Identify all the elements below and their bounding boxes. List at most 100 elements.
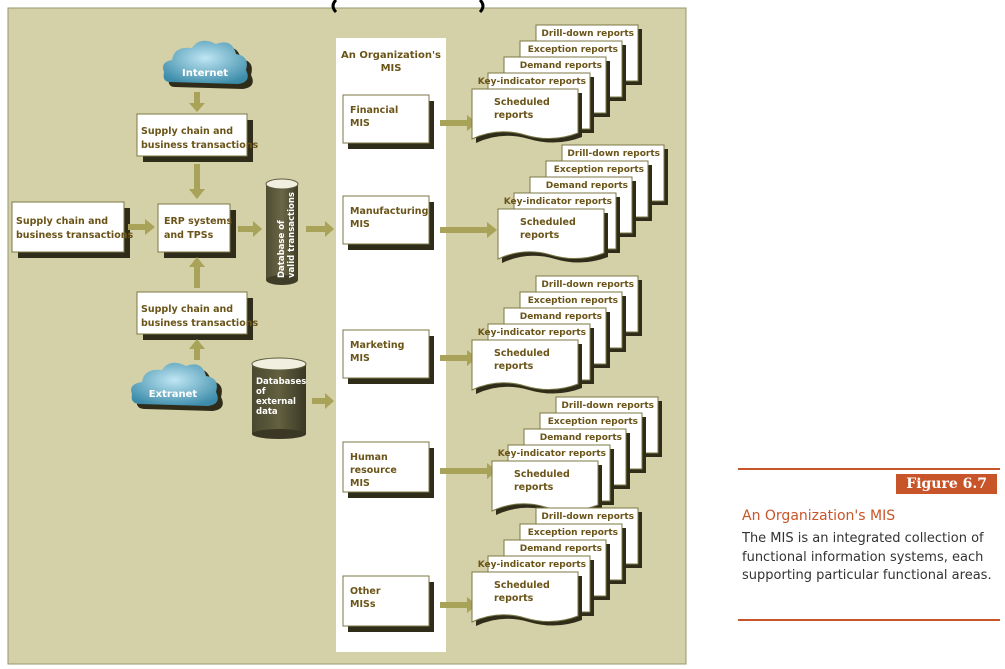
key-indicator-report-label: Key-indicator reports xyxy=(498,449,606,459)
scheduled-report-label: Scheduled xyxy=(520,217,576,228)
exception-report-label: Exception reports xyxy=(548,417,638,427)
supply-chain-box-top: Supply chain and business transactions xyxy=(136,113,258,162)
scheduled-report-label: reports xyxy=(494,593,534,604)
svg-text:business transactions: business transactions xyxy=(141,318,258,329)
scheduled-report-card xyxy=(471,88,579,140)
mis-box xyxy=(342,575,430,627)
demand-report-label: Demand reports xyxy=(546,181,628,191)
scheduled-report-label: Scheduled xyxy=(494,348,550,359)
database-external-data: Databases of external data xyxy=(251,357,307,439)
demand-report-label: Demand reports xyxy=(520,312,602,322)
svg-text:Supply chain and: Supply chain and xyxy=(16,216,108,227)
internet-label: Internet xyxy=(182,68,228,79)
mis-box-label: MIS xyxy=(350,219,370,230)
key-indicator-report-label: Key-indicator reports xyxy=(478,560,586,570)
svg-text:and TPSs: and TPSs xyxy=(164,230,214,241)
caption-body: The MIS is an integrated collection of f… xyxy=(742,531,992,583)
svg-text:business transactions: business transactions xyxy=(16,230,133,241)
svg-text:Supply chain and: Supply chain and xyxy=(141,304,233,315)
key-indicator-report-label: Key-indicator reports xyxy=(504,197,612,207)
caption-top-rule xyxy=(738,468,1000,470)
drill-down-report-label: Drill-down reports xyxy=(541,280,634,290)
mis-box xyxy=(342,441,430,493)
mis-arrow-shaft xyxy=(440,227,488,233)
mis-box-label: MIS xyxy=(350,353,370,364)
svg-text:data: data xyxy=(256,407,278,417)
mis-box-label: Manufacturing xyxy=(350,206,428,217)
scheduled-report-label: Scheduled xyxy=(494,580,550,591)
svg-text:Supply chain and: Supply chain and xyxy=(141,126,233,137)
exception-report-label: Exception reports xyxy=(554,165,644,175)
supply-chain-box-left: Supply chain and business transactions xyxy=(11,201,133,258)
flow-arrows xyxy=(128,92,334,409)
mis-box-label: Human xyxy=(350,452,388,463)
extranet-label: Extranet xyxy=(149,389,198,400)
mis-arrow-shaft xyxy=(440,355,468,361)
demand-report-label: Demand reports xyxy=(520,61,602,71)
drill-down-report-label: Drill-down reports xyxy=(561,401,654,411)
mis-box-label: Other xyxy=(350,586,381,597)
mis-arrow-shaft xyxy=(440,468,488,474)
extranet-cloud: Extranet xyxy=(131,362,223,411)
mis-box-label: MIS xyxy=(350,118,370,129)
scheduled-report-card xyxy=(491,460,599,512)
title-remnant-right xyxy=(478,0,485,14)
figure-caption: Figure 6.7 An Organization's MIS The MIS… xyxy=(738,468,1000,621)
drill-down-report-label: Drill-down reports xyxy=(541,512,634,522)
svg-text:Databases: Databases xyxy=(256,377,306,387)
scheduled-report-label: Scheduled xyxy=(494,97,550,108)
exception-report-label: Exception reports xyxy=(528,296,618,306)
key-indicator-report-label: Key-indicator reports xyxy=(478,328,586,338)
exception-report-label: Exception reports xyxy=(528,45,618,55)
scheduled-report-card xyxy=(471,571,579,623)
figure-label: Figure 6.7 xyxy=(896,474,997,494)
mis-box xyxy=(342,94,430,144)
drill-down-report-label: Drill-down reports xyxy=(567,149,660,159)
mis-header-line-1: An Organization's xyxy=(341,50,441,61)
exception-report-label: Exception reports xyxy=(528,528,618,538)
mis-box-label: Marketing xyxy=(350,340,404,351)
svg-text:Database of: Database of xyxy=(277,220,287,278)
svg-text:external: external xyxy=(256,397,296,407)
mis-arrow-shaft xyxy=(440,120,468,126)
mis-box xyxy=(342,195,430,245)
supply-chain-box-bottom: Supply chain and business transactions xyxy=(136,291,258,340)
mis-box-label: MISs xyxy=(350,599,376,610)
internet-cloud: Internet xyxy=(163,40,253,89)
drill-down-report-label: Drill-down reports xyxy=(541,29,634,39)
svg-text:business transactions: business transactions xyxy=(141,140,258,151)
scheduled-report-label: reports xyxy=(514,482,554,493)
mis-arrow-shaft xyxy=(440,602,468,608)
scheduled-report-label: reports xyxy=(494,110,534,121)
svg-text:of: of xyxy=(256,387,266,397)
mis-header-line-2: MIS xyxy=(381,63,402,74)
mis-box-label: Financial xyxy=(350,105,398,116)
caption-title: An Organization's MIS xyxy=(742,508,896,524)
mis-box-label: resource xyxy=(350,465,397,476)
title-remnant-left xyxy=(331,0,338,14)
demand-report-label: Demand reports xyxy=(540,433,622,443)
scheduled-report-label: reports xyxy=(494,361,534,372)
mis-arrow-head xyxy=(487,222,497,238)
svg-text:valid transactions: valid transactions xyxy=(287,192,297,278)
demand-report-label: Demand reports xyxy=(520,544,602,554)
database-valid-transactions: Database of valid transactions xyxy=(265,178,299,285)
scheduled-report-card xyxy=(497,208,605,260)
scheduled-report-label: reports xyxy=(520,230,560,241)
scheduled-report-card xyxy=(471,339,579,391)
erp-box: ERP systems and TPSs xyxy=(157,203,236,258)
key-indicator-report-label: Key-indicator reports xyxy=(478,77,586,87)
caption-bottom-rule xyxy=(738,619,1000,621)
